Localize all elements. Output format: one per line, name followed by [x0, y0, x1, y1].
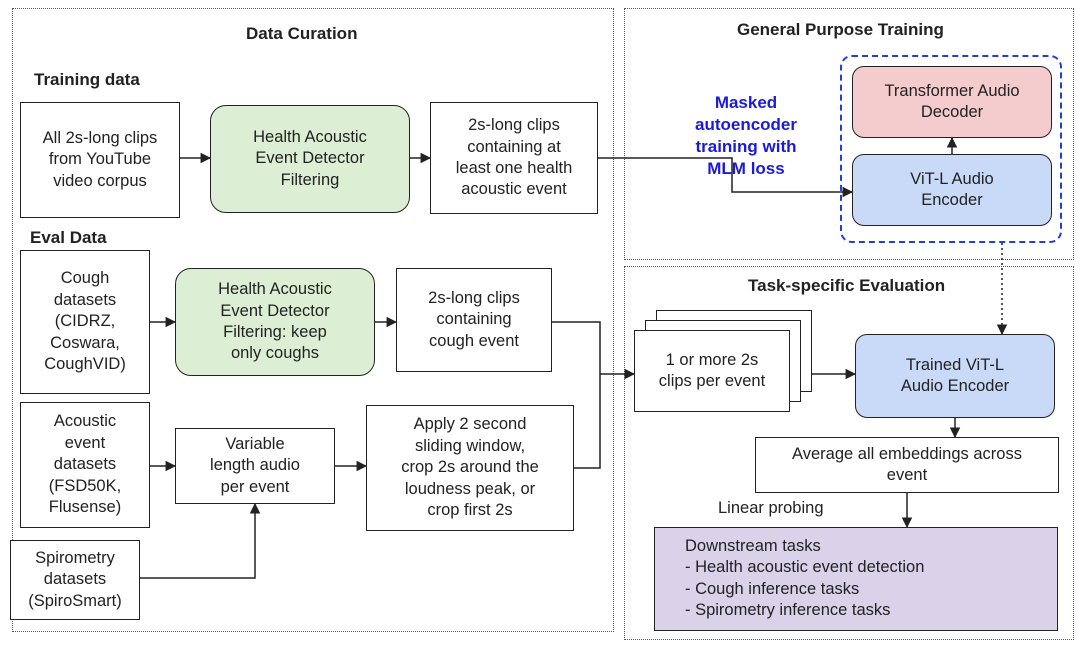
data-curation-panel [12, 8, 614, 632]
transformer-decoder-box: Transformer Audio Decoder [852, 66, 1052, 138]
mlm-loss-label: Masked autoencoder training with MLM los… [694, 93, 798, 179]
arrow-spirometry-to-variable [140, 502, 261, 579]
downstream-tasks-box: Downstream tasks - Health acoustic event… [654, 527, 1058, 631]
arrow-clips-to-encoder [598, 157, 854, 198]
general-training-title: General Purpose Training [737, 20, 944, 39]
downstream-task-1: - Health acoustic event detection [685, 558, 925, 577]
downstream-task-3: - Spirometry inference tasks [685, 601, 891, 620]
task-eval-panel [624, 266, 1074, 640]
linear-probing-label: Linear probing [718, 499, 824, 517]
line-cough-clips-merge [552, 321, 601, 374]
variable-audio-box: Variable length audio per event [175, 428, 335, 504]
spirometry-datasets-box: Spirometry datasets (SpiroSmart) [10, 540, 140, 620]
training-data-heading: Training data [34, 70, 140, 89]
eval-data-heading: Eval Data [30, 228, 107, 247]
sliding-window-box: Apply 2 second sliding window, crop 2s a… [366, 405, 574, 531]
task-eval-title: Task-specific Evaluation [748, 276, 946, 295]
general-training-panel [624, 8, 1074, 260]
downstream-title: Downstream tasks [685, 537, 821, 555]
encoder-decoder-group [840, 55, 1062, 243]
acoustic-datasets-box: Acoustic event datasets (FSD50K, Flusens… [20, 402, 150, 528]
cough-datasets-box: Cough datasets (CIDRZ, Coswara, CoughVID… [20, 250, 150, 394]
clips-per-event-box: 1 or more 2s clips per event [634, 330, 790, 412]
vit-encoder-box: ViT-L Audio Encoder [852, 154, 1052, 226]
health-event-filter-box: Health Acoustic Event Detector Filtering [210, 105, 410, 213]
youtube-clips-box: All 2s-long clips from YouTube video cor… [20, 102, 180, 218]
cough-filter-box: Health Acoustic Event Detector Filtering… [175, 268, 375, 376]
downstream-task-2: - Cough inference tasks [685, 579, 860, 598]
line-window-merge [574, 374, 601, 469]
health-event-clips-box: 2s-long clips containing at least one he… [430, 102, 598, 214]
trained-encoder-box: Trained ViT-L Audio Encoder [855, 334, 1055, 418]
average-embeddings-box: Average all embeddings across event [755, 437, 1059, 493]
data-curation-title: Data Curation [246, 24, 358, 43]
